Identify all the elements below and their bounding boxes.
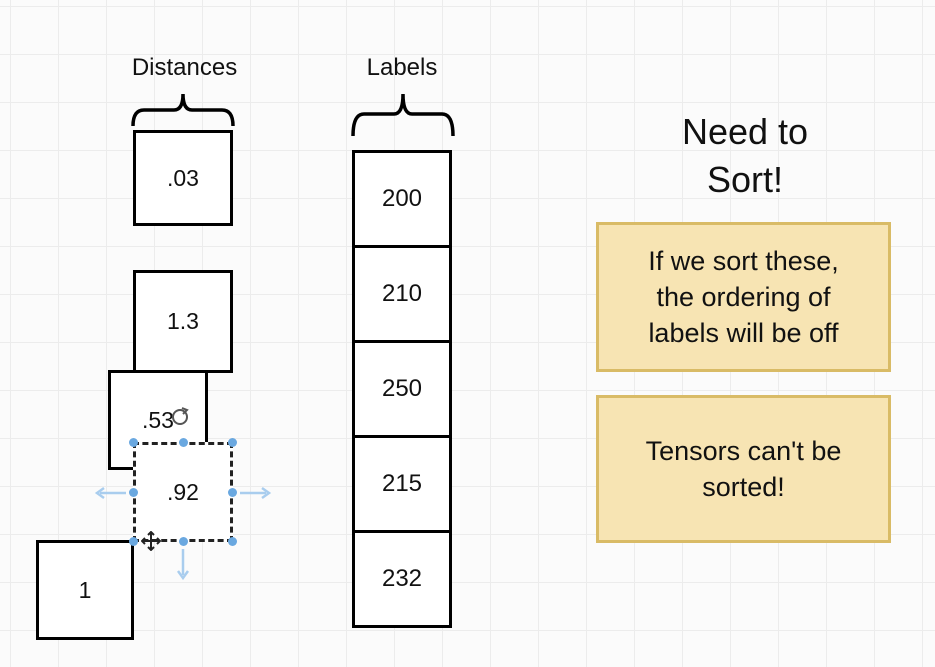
distance-box[interactable]: .03	[133, 130, 233, 226]
need-sort-title: Need to Sort!	[640, 108, 850, 204]
distance-value: 1	[78, 576, 92, 603]
ordering-note[interactable]: If we sort these, the ordering of labels…	[596, 222, 891, 372]
move-cursor-icon	[141, 531, 161, 551]
labels-brace	[351, 93, 455, 137]
rotate-cursor-icon	[172, 407, 189, 425]
selection-handle[interactable]	[179, 438, 188, 447]
label-value: 215	[381, 470, 423, 497]
distance-box[interactable]: 1	[36, 540, 134, 640]
tensors-note-line1: Tensors can't be	[645, 436, 842, 466]
selection-handle[interactable]	[129, 537, 138, 546]
selection-handle[interactable]	[129, 488, 138, 497]
tensors-note[interactable]: Tensors can't be sorted!	[596, 395, 891, 543]
drag-arrow-down-icon	[176, 549, 190, 581]
label-box[interactable]: 215	[352, 435, 452, 533]
distance-value: .92	[167, 478, 199, 505]
need-sort-line2: Sort!	[706, 159, 784, 200]
label-value: 232	[381, 565, 423, 592]
drag-arrow-left-icon	[94, 486, 126, 500]
distances-header: Distances	[131, 54, 238, 81]
selection-handle[interactable]	[179, 537, 188, 546]
distance-box[interactable]: 1.3	[133, 270, 233, 373]
selection-handle[interactable]	[129, 438, 138, 447]
labels-column: 200 210 250 215 232	[352, 150, 452, 628]
label-value: 210	[381, 280, 423, 307]
selection-handle[interactable]	[228, 438, 237, 447]
need-sort-line1: Need to	[681, 111, 809, 152]
selection-handle[interactable]	[228, 537, 237, 546]
label-value: 250	[381, 375, 423, 402]
ordering-note-line3: labels will be off	[648, 318, 839, 348]
distances-brace	[131, 93, 235, 127]
selection-handle[interactable]	[228, 488, 237, 497]
ordering-note-line1: If we sort these,	[648, 246, 839, 276]
label-value: 200	[381, 185, 423, 212]
label-box[interactable]: 210	[352, 245, 452, 343]
distance-box-selected[interactable]: .92	[133, 442, 233, 542]
label-box[interactable]: 200	[352, 150, 452, 248]
distance-value: .53	[142, 406, 174, 433]
label-box[interactable]: 250	[352, 340, 452, 438]
labels-header: Labels	[366, 54, 438, 81]
distance-value: .03	[167, 164, 199, 191]
tensors-note-line2: sorted!	[702, 472, 785, 502]
label-box[interactable]: 232	[352, 530, 452, 628]
distance-value: 1.3	[167, 308, 199, 334]
ordering-note-line2: the ordering of	[656, 282, 831, 312]
drag-arrow-right-icon	[240, 486, 272, 500]
